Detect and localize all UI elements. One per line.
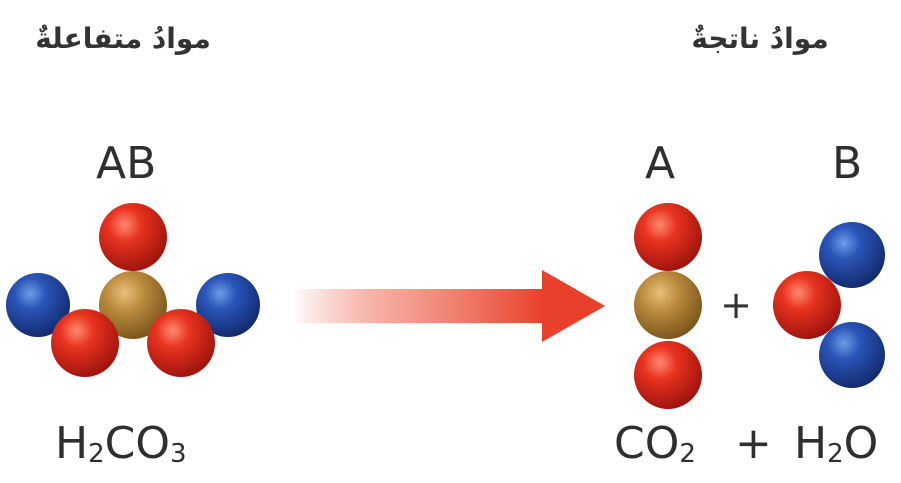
oxygen-atom — [634, 203, 702, 271]
reaction-arrow — [292, 270, 605, 342]
oxygen-atom — [147, 309, 215, 377]
product-label-a: A — [645, 138, 676, 189]
oxygen-atom — [51, 309, 119, 377]
carbon-atom — [634, 271, 702, 339]
formula-h2o: H2O — [794, 422, 878, 469]
formula-part: O — [843, 418, 879, 469]
formula-subscript: 2 — [827, 439, 844, 469]
formula-h2co3: H2CO3 — [55, 422, 187, 469]
product-label-b: B — [832, 138, 863, 189]
formula-co2: CO2 — [614, 422, 696, 469]
oxygen-atom — [773, 271, 841, 339]
oxygen-atom — [99, 203, 167, 271]
formula-subscript: 2 — [679, 439, 696, 469]
co2-molecule — [634, 203, 702, 409]
formula-subscript: 2 — [88, 439, 105, 469]
formula-part: H — [55, 418, 89, 469]
molecule-plus-sign: + — [720, 283, 752, 327]
formula-part: CO — [614, 418, 680, 469]
reactants-heading: موادُ متفاعلةٌ — [35, 22, 211, 55]
hydrogen-atom — [196, 273, 260, 337]
hydrogen-atom — [819, 322, 885, 388]
h2co3-molecule — [6, 203, 260, 377]
formula-part: H — [794, 418, 828, 469]
carbon-atom — [99, 271, 167, 339]
oxygen-atom — [634, 341, 702, 409]
products-heading: موادُ ناتجةٌ — [691, 22, 829, 55]
formula-subscript: 3 — [170, 439, 187, 469]
hydrogen-atom — [819, 222, 885, 288]
hydrogen-atom — [6, 273, 70, 337]
formula-part: CO — [104, 418, 170, 469]
reactant-label-ab: AB — [96, 138, 157, 189]
formula-plus-sign: + — [735, 418, 772, 469]
h2o-molecule — [773, 222, 885, 388]
